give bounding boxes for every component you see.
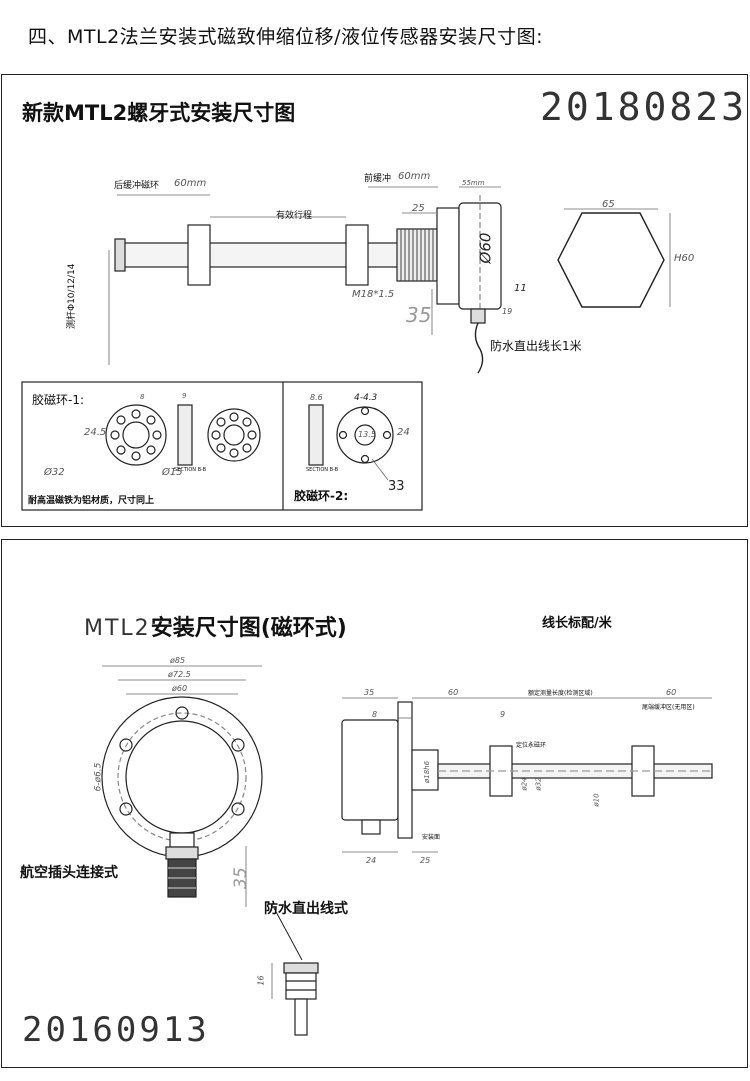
- threaded-mount-drawing: [21, 186, 671, 511]
- ring2-side-view: [308, 404, 324, 466]
- dim-35-right: 35: [364, 688, 375, 697]
- bottom-date-stamp: 20160913: [22, 1010, 210, 1050]
- hexagon-outline: [557, 212, 665, 308]
- waterproof-cable-label: 防水直出线式: [264, 901, 348, 917]
- hex-h60: H60: [674, 253, 695, 264]
- dim-9: 9: [500, 710, 506, 719]
- rod-diameter-label: 测杆Φ10/12/14: [67, 263, 77, 329]
- dim-d85: ø85: [170, 656, 186, 665]
- dim-19: 19: [502, 307, 513, 316]
- ring1-dim-9: 9: [182, 392, 187, 400]
- flange-mount-title-suffix: 安装尺寸图(磁环式): [150, 616, 347, 641]
- dim-d32: ø32: [534, 777, 543, 791]
- ring2-dim-443: 4-4.3: [354, 393, 378, 403]
- ring2-dim-33: 33: [388, 479, 405, 494]
- dim-35: 35: [406, 303, 432, 327]
- ring2-dim-24: 24: [397, 427, 410, 438]
- dim-d24: ø24: [520, 777, 529, 791]
- dim-d186: ø18h6: [423, 760, 432, 784]
- ring2-section-label: SECTION B-B: [306, 467, 339, 473]
- front-buffer-dim: 60mm: [398, 171, 431, 182]
- dim-d725: ø72.5: [168, 670, 191, 679]
- dim-d60: Ø60: [476, 232, 495, 264]
- dim-25: 25: [412, 203, 425, 214]
- ring1-dim-d32: Ø32: [44, 467, 65, 478]
- waterproof-cable-label: 防水直出线长1米: [490, 339, 582, 353]
- flange-mount-drawing: [101, 665, 713, 1036]
- ring1-dim-245: 24.5: [84, 427, 107, 438]
- dim-25: 25: [420, 856, 431, 865]
- sensor-rod: [116, 242, 438, 268]
- ring2-title: 胶磁环-2:: [294, 489, 349, 503]
- rear-buffer-dim: 60mm: [174, 178, 207, 189]
- dim-d10: ø10: [592, 793, 601, 807]
- flange-mount-title-prefix: MTL2: [84, 616, 151, 641]
- front-buffer-ring: [345, 224, 369, 286]
- dim-16: 16: [256, 975, 266, 986]
- dim-35-left: 35: [230, 867, 251, 889]
- ring1-side-view: [177, 404, 193, 466]
- aviation-plug-label: 航空插头连接式: [20, 865, 118, 881]
- threaded-mount-title: 新款MTL2螺牙式安装尺寸图: [22, 101, 296, 125]
- dim-holes: 6-ø6.5: [93, 762, 104, 792]
- rear-buffer-ring: [187, 224, 211, 286]
- rear-buffer-label: 后缓冲磁环: [114, 181, 160, 191]
- top-date-stamp: 20180823: [540, 85, 748, 129]
- front-buffer-label: 前缓冲: [364, 174, 392, 184]
- ring1-dim-d15: Ø15: [162, 467, 183, 478]
- waterproof-gland: [285, 972, 317, 1000]
- measure-range-label: 额定测量长度(检测区域): [528, 690, 593, 697]
- aviation-plug: [165, 846, 199, 860]
- magnet-ring-label: 定位永磁环: [516, 742, 547, 749]
- hex-nut: [436, 207, 460, 305]
- ring1-front-view: [105, 404, 167, 466]
- ring1-alt-view: [207, 408, 261, 462]
- effective-stroke-label: 有效行程: [276, 211, 313, 221]
- dim-m18: M18*1.5: [352, 289, 395, 300]
- dim-60-b: 60: [666, 688, 677, 697]
- hex-65: 65: [602, 199, 615, 210]
- mounting-flange: [397, 701, 413, 839]
- ring2-dim-86: 8.6: [310, 393, 323, 402]
- end-dead-zone-label: 尾端缓冲区(无用区): [642, 704, 695, 711]
- ring1-dim-8: 8: [140, 393, 145, 401]
- housing-side-view: [341, 719, 399, 821]
- dim-11: 11: [514, 283, 527, 294]
- ring1-title: 胶磁环-1:: [32, 393, 85, 407]
- dim-8: 8: [372, 710, 378, 719]
- page-header: 四、MTL2法兰安装式磁致伸缩位移/液位传感器安装尺寸图:: [28, 26, 543, 48]
- dim-24: 24: [366, 856, 377, 865]
- ring1-note: 耐高温磁铁为铝材质，尺寸同上: [28, 496, 155, 506]
- dim-60-a: 60: [448, 688, 459, 697]
- ring2-dim-135: 13.5: [358, 430, 376, 439]
- magnet-ring-subpanel: [21, 381, 423, 511]
- ring1-section-label: SECTION B-B: [174, 467, 207, 473]
- dim-d60: ø60: [172, 684, 188, 693]
- flange-mount-title: MTL2安装尺寸图(磁环式): [84, 610, 347, 642]
- dim-55mm: 55mm: [462, 179, 485, 187]
- threaded-mount-panel: 新款MTL2螺牙式安装尺寸图 20180823: [1, 74, 748, 527]
- flange-mount-panel: MTL2安装尺寸图(磁环式) 线长标配/米 20160913: [1, 539, 748, 1068]
- cable-length-note: 线长标配/米: [542, 616, 612, 631]
- mount-face-label: 安装面: [422, 834, 441, 841]
